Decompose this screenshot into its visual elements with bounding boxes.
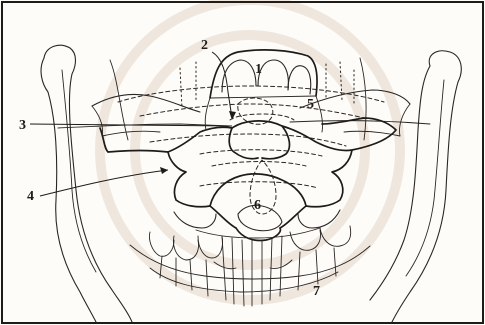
vertebra-outline bbox=[100, 118, 396, 241]
arrowhead-2 bbox=[229, 111, 236, 120]
label-7: 7 bbox=[313, 285, 320, 299]
label-5: 5 bbox=[307, 98, 314, 112]
label-2: 2 bbox=[201, 39, 208, 53]
arrowhead-4 bbox=[160, 167, 168, 174]
label-1: 1 bbox=[255, 63, 262, 77]
central-skull-base bbox=[205, 50, 322, 132]
label-3: 3 bbox=[19, 119, 26, 133]
label-6: 6 bbox=[254, 199, 261, 213]
label-4: 4 bbox=[27, 190, 34, 204]
dens-region bbox=[238, 160, 282, 231]
